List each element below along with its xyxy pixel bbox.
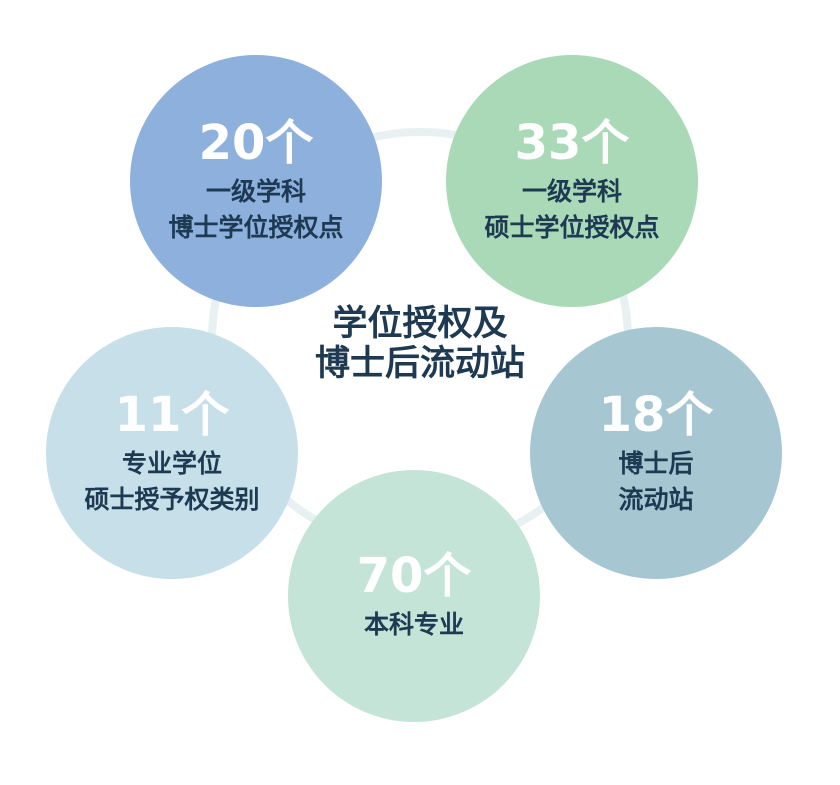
bubble-label-line2: 硕士学位授权点 — [484, 213, 660, 242]
bubble-professional-degrees: 11个 专业学位 硕士授予权类别 — [46, 327, 298, 579]
bubble-label-line1: 一级学科 — [521, 177, 622, 206]
bubble-label-line1: 博士后 — [618, 449, 694, 478]
bubble-postdoc-stations: 18个 博士后 流动站 — [530, 327, 782, 579]
bubble-label-line2: 流动站 — [618, 485, 694, 514]
bubble-label-line1: 本科专业 — [363, 610, 464, 639]
center-title: 学位授权及 博士后流动站 — [270, 304, 570, 384]
bubble-value: 33个 — [514, 115, 630, 171]
bubble-undergraduate-majors: 70个 本科专业 — [288, 470, 540, 722]
bubble-master-programs: 33个 一级学科 硕士学位授权点 — [446, 55, 698, 307]
bubble-label-line1: 一级学科 — [205, 177, 306, 206]
bubble-value: 20个 — [198, 115, 314, 171]
bubble-label-line2: 博士学位授权点 — [168, 213, 344, 242]
bubble-label-line1: 专业学位 — [121, 449, 222, 478]
bubble-value: 11个 — [114, 387, 230, 443]
bubble-value: 70个 — [356, 548, 472, 604]
center-title-line1: 学位授权及 — [332, 304, 508, 344]
bubble-label-line2: 硕士授予权类别 — [84, 485, 260, 514]
bubble-doctoral-programs: 20个 一级学科 博士学位授权点 — [130, 55, 382, 307]
center-title-line2: 博士后流动站 — [314, 344, 525, 384]
bubble-value: 18个 — [598, 387, 714, 443]
